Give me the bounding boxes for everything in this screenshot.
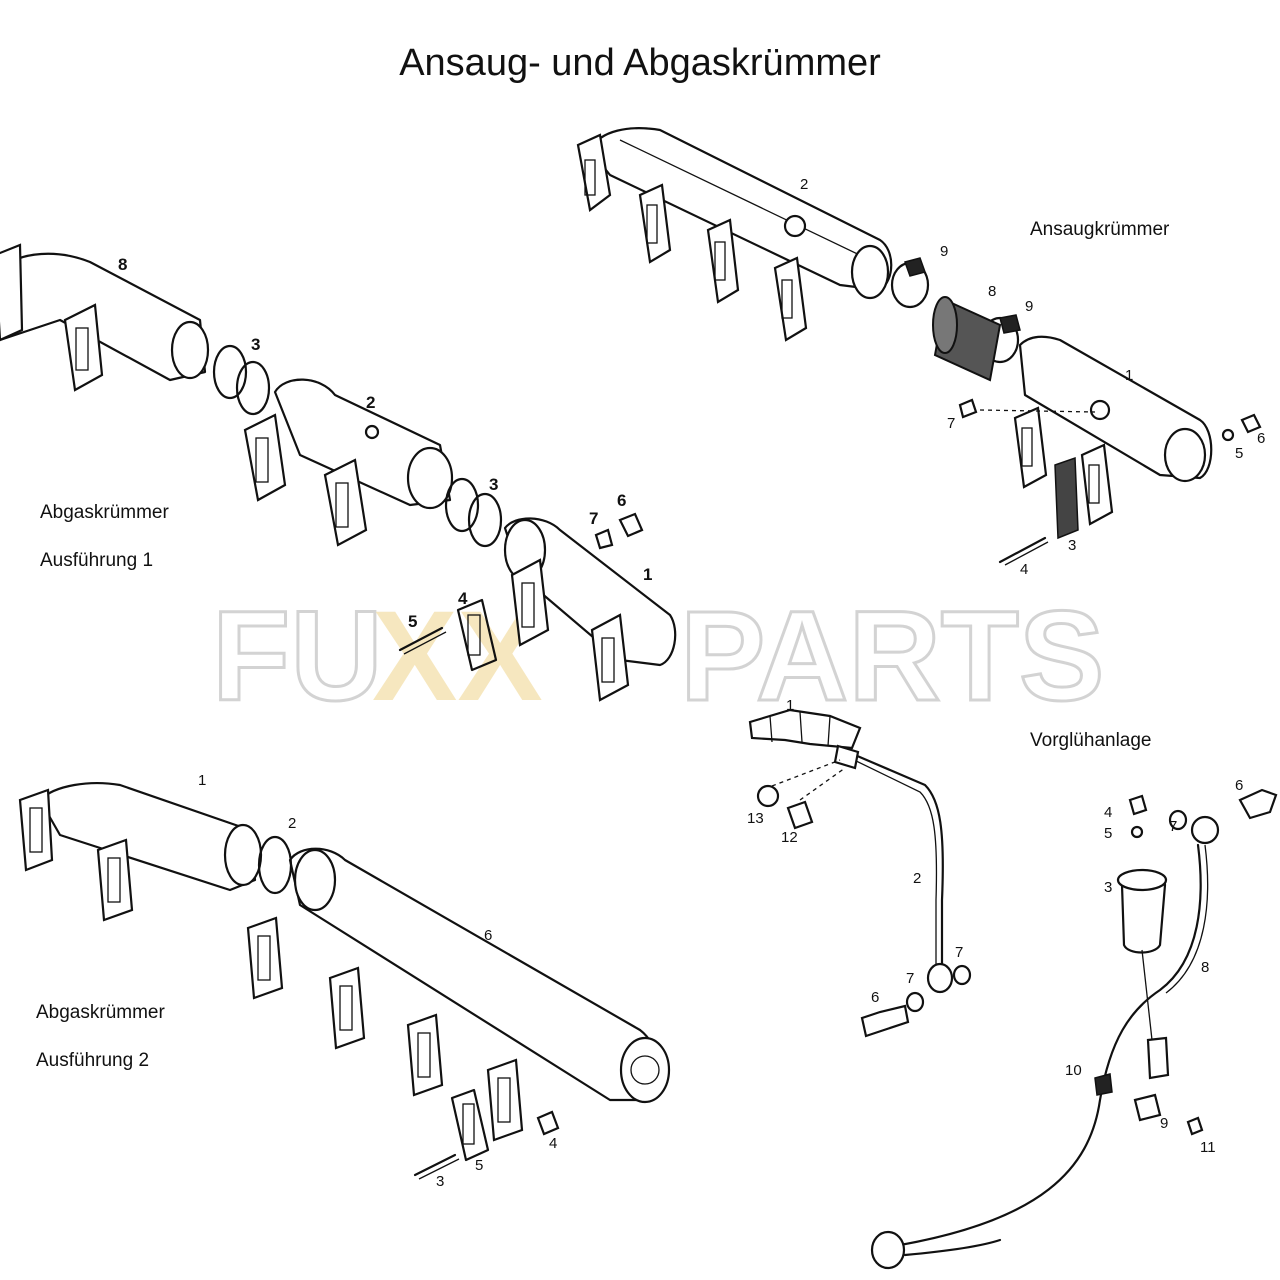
callout: 13 [747, 810, 764, 827]
washer-7a [905, 991, 925, 1013]
callout: 6 [871, 989, 879, 1006]
watermark-parts: PARTS [680, 585, 1104, 728]
callout: 6 [484, 927, 492, 944]
exhaust2-flanges-6 [246, 916, 524, 1142]
clip-10 [1094, 1073, 1113, 1096]
intake-manifold-group: 2 9 8 9 1 7 6 5 3 4 [576, 127, 1265, 578]
intake-gasket-3 [1054, 456, 1079, 540]
exhaust2-ring-2 [257, 835, 293, 895]
callout: 1 [1125, 367, 1133, 384]
intake-stud-4 [998, 536, 1047, 564]
banjo-bolt-6b [1238, 788, 1278, 820]
callout: 2 [288, 815, 296, 832]
callout: 3 [489, 475, 498, 494]
glow-line-2 [846, 750, 944, 967]
callout: 11 [1200, 1139, 1216, 1156]
callout: 8 [988, 283, 996, 300]
callout: 5 [1235, 445, 1243, 462]
rubber-hose-8 [932, 296, 1002, 382]
banjo-fitting [1190, 815, 1220, 845]
callout: 4 [1020, 561, 1028, 578]
callout: 8 [118, 255, 127, 274]
callout: 5 [475, 1157, 483, 1174]
intake-pipe-1 [1018, 335, 1213, 480]
exhaust1-stud-5 [398, 626, 444, 652]
fuxxparts-watermark: FU XX PARTS [211, 584, 1106, 730]
bracket-9 [1133, 1093, 1162, 1122]
callout: 9 [940, 243, 948, 260]
watermark-fu: FU [212, 585, 383, 728]
callout: 7 [1169, 818, 1177, 835]
label-exhaust-manifold-1: Abgaskrümmer [40, 502, 169, 523]
screw-11 [1186, 1116, 1204, 1136]
callout: 4 [1104, 804, 1112, 821]
callout: 3 [251, 335, 260, 354]
label-preheating-system: Vorglühanlage [1030, 730, 1152, 751]
banjo-bolt-6 [860, 1004, 910, 1038]
washer-7c [1168, 809, 1188, 831]
hose-clamps-9 [890, 257, 1021, 364]
callout: 3 [436, 1173, 444, 1190]
exhaust1-nut-6 [618, 512, 644, 538]
exhaust1-washer-7 [594, 528, 614, 550]
callout: 6 [1235, 777, 1243, 794]
callout: 9 [1025, 298, 1033, 315]
callout: 4 [549, 1135, 557, 1152]
callout: 5 [1104, 825, 1112, 842]
intake-flanges-1 [1013, 406, 1114, 526]
preheating-system-group: 1 13 12 2 7 7 6 4 5 7 6 3 8 10 9 11 [747, 697, 1278, 1270]
page-title: Ansaug- und Abgaskrümmer [399, 42, 881, 84]
callout: 7 [589, 509, 598, 528]
label-exhaust-version-1: Ausführung 1 [40, 550, 154, 571]
screw-4 [1128, 794, 1148, 816]
callout: 2 [913, 870, 921, 887]
washer-7b [952, 964, 972, 986]
glow-part-13 [756, 784, 780, 808]
callout: 8 [1201, 959, 1209, 976]
exhaust-manifold-v2-group: 1 2 6 4 5 3 [18, 772, 671, 1190]
intake-plug-7 [958, 398, 978, 419]
callout: 1 [786, 697, 794, 714]
intake-flanges-2 [576, 133, 808, 342]
callout: 1 [643, 565, 652, 584]
exhaust-manifold-v1-group: 8 3 2 3 7 6 1 5 4 [0, 243, 677, 702]
fuel-line-8 [898, 843, 1202, 1247]
exhaust2-pipe-1 [38, 782, 257, 892]
exhaust1-gasket-4 [456, 598, 498, 672]
label-exhaust-manifold-2: Abgaskrümmer [36, 1002, 165, 1023]
exhaust2-nut-4 [536, 1110, 560, 1136]
watermark-xx: XX [372, 585, 543, 728]
callout: 10 [1065, 1062, 1082, 1079]
callout: 3 [1068, 537, 1076, 554]
glow-part-12 [786, 800, 814, 830]
washer-5 [1130, 825, 1144, 839]
callout: 7 [906, 970, 914, 987]
callout: 6 [1257, 430, 1265, 447]
intake-washer-5 [1221, 428, 1235, 442]
callout: 4 [458, 589, 468, 608]
callout: 2 [800, 176, 808, 193]
exhaust2-gasket-5 [450, 1088, 490, 1162]
label-exhaust-version-2: Ausführung 2 [36, 1050, 150, 1071]
callout: 7 [955, 944, 963, 961]
glow-plug-1 [748, 708, 862, 750]
callout: 9 [1160, 1115, 1168, 1132]
callout: 2 [366, 393, 375, 412]
callout: 3 [1104, 879, 1112, 896]
callout: 1 [198, 772, 206, 789]
callout: 5 [408, 612, 417, 631]
label-intake-manifold: Ansaugkrümmer [1030, 219, 1170, 240]
callout: 12 [781, 829, 798, 846]
exhaust2-stud-3 [413, 1153, 457, 1177]
intake-nut-6 [1240, 413, 1262, 434]
callout: 6 [617, 491, 626, 510]
exhaust1-ring-3a [212, 344, 248, 400]
intake-pipe-2 [588, 127, 893, 292]
callout: 7 [947, 415, 955, 432]
